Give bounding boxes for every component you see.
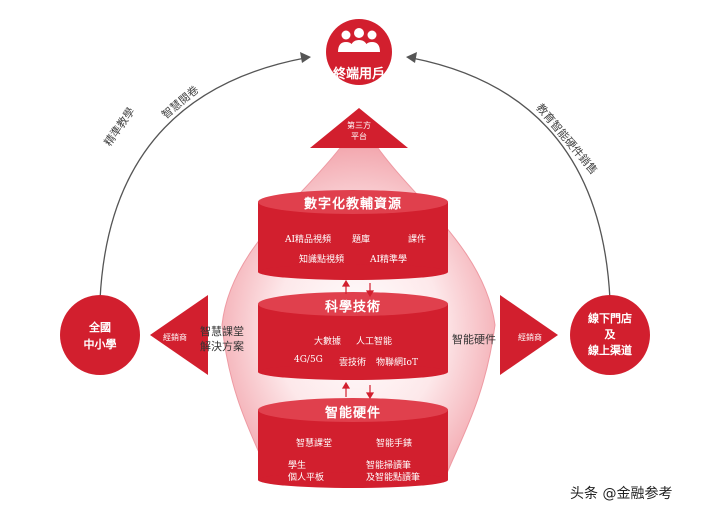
layer-1-item: AI精品視頻 — [285, 235, 332, 245]
right-channel-circle — [570, 295, 650, 375]
third-party-line2: 平台 — [351, 132, 367, 141]
layer-2-item: 4G/5G — [294, 355, 323, 365]
left-flow-label: 智慧課堂 解決方案 — [200, 324, 244, 354]
third-party-label: 第三方 平台 — [347, 120, 371, 142]
right-node-line1: 線下門店 — [588, 312, 632, 325]
right-arc — [411, 57, 611, 301]
left-arc-arrowhead — [300, 52, 311, 63]
layer-3-item: 智慧課堂 — [296, 439, 333, 449]
left-flow-line2: 解決方案 — [200, 340, 244, 353]
layer-1-item: AI精準學 — [370, 255, 408, 265]
layer-3-item: 智能手錶 — [376, 439, 413, 449]
left-arrow — [150, 295, 208, 375]
layer-1-item: 課件 — [408, 235, 427, 245]
right-arrow — [500, 295, 558, 375]
third-party-line1: 第三方 — [347, 121, 371, 130]
right-flow-label: 智能硬件 — [452, 333, 496, 346]
layer-2-item: 雲技術 — [339, 358, 367, 368]
layer-3-item: 智能掃讀筆 — [366, 461, 412, 471]
layer-2-item: 人工智能 — [356, 337, 393, 347]
cylinder-science-tech — [258, 292, 448, 380]
connectors — [341, 279, 375, 400]
left-arc — [99, 57, 306, 301]
left-flow-line1: 智慧課堂 — [200, 325, 244, 338]
layer-2-item: 大數據 — [314, 337, 342, 347]
up-arrow — [310, 108, 408, 148]
users-group-icon — [338, 28, 380, 52]
layer-2-title: 科學技術 — [324, 300, 382, 315]
cylinder-digital-resources — [258, 190, 448, 280]
layer-1-item: 知識點視頻 — [299, 255, 345, 265]
left-node-label: 全國 中小學 — [84, 319, 117, 353]
left-node-line1: 全國 — [89, 321, 111, 334]
layer-1-title: 數字化教輔資源 — [303, 197, 403, 212]
layer-3-item: 個人平板 — [288, 473, 325, 483]
right-arc-arrowhead — [406, 52, 417, 63]
right-node-label: 線下門店 及 線上渠道 — [588, 311, 632, 359]
left-distributor-label: 經銷商 — [163, 333, 187, 342]
right-node-line3: 線上渠道 — [588, 344, 632, 357]
right-distributor-label: 經銷商 — [518, 333, 542, 342]
right-node-line2: 及 — [604, 328, 616, 341]
left-node-line2: 中小學 — [83, 338, 117, 351]
left-school-circle — [60, 295, 140, 375]
layer-3-item: 及智能點讀筆 — [366, 473, 421, 483]
layer-3-title: 智能硬件 — [324, 406, 382, 421]
watermark: 头条 @金融参考 — [570, 486, 673, 502]
layer-3-item: 學生 — [288, 461, 307, 471]
cylinder-smart-hardware — [258, 398, 448, 488]
end-user-label: 終端用戶 — [332, 67, 386, 82]
layer-1-item: 題庫 — [352, 235, 371, 245]
layer-2-item: 物聯網IoT — [376, 358, 418, 368]
